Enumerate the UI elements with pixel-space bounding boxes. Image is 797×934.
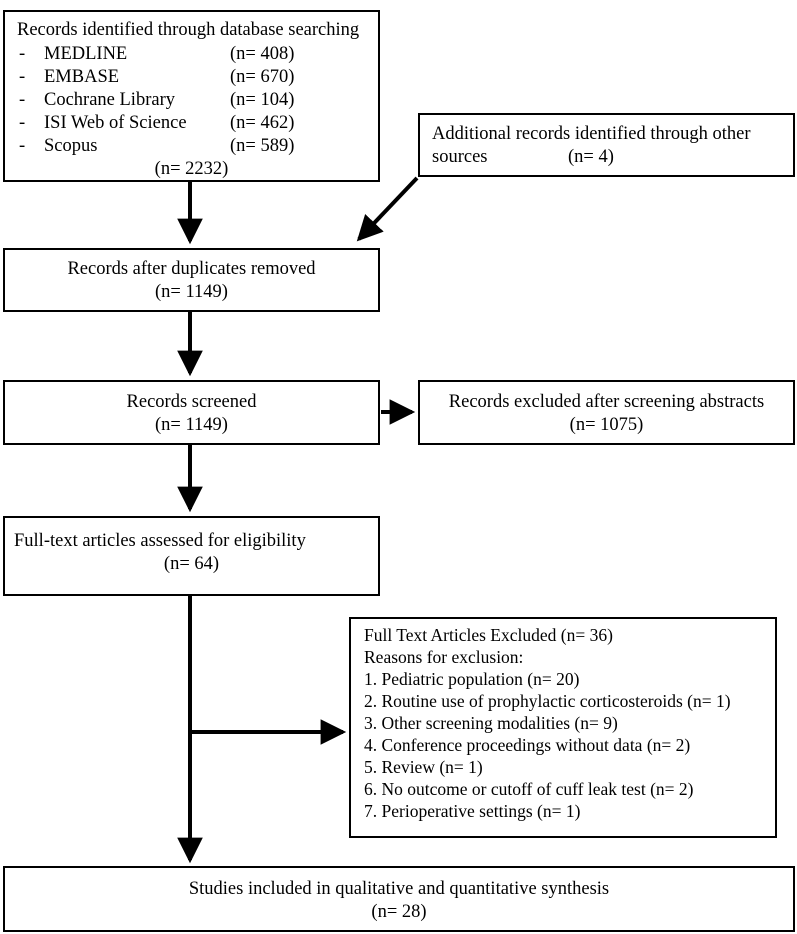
box-records-excluded-abstracts: Records excluded after screening abstrac… [418, 380, 795, 445]
exclusion-reason-3: 3. Other screening modalities (n= 9) [364, 713, 618, 733]
database-count-isi: (n= 462) [230, 113, 295, 133]
database-count-cochrane: (n= 104) [230, 90, 295, 110]
box-duplicates-removed: Records after duplicates removed (n= 114… [3, 248, 380, 312]
database-label-cochrane: Cochrane Library [44, 90, 175, 110]
studies-included-count: (n= 28) [371, 902, 427, 922]
fulltext-assessed-line1: Full-text articles assessed for eligibil… [14, 531, 306, 551]
bullet-dash-scopus: - [19, 136, 26, 156]
records-screened-line1: Records screened [126, 392, 257, 412]
database-label-medline: MEDLINE [44, 44, 128, 64]
additional-records-count: (n= 4) [568, 147, 614, 167]
database-label-isi: ISI Web of Science [44, 113, 187, 133]
database-label-embase: EMBASE [44, 67, 120, 87]
database-label-scopus: Scopus [44, 136, 98, 156]
exclusion-reason-1: 1. Pediatric population (n= 20) [364, 669, 580, 689]
database-count-scopus: (n= 589) [230, 136, 295, 156]
duplicates-removed-count: (n= 1149) [155, 282, 228, 302]
records-excluded-abstracts-line1: Records excluded after screening abstrac… [448, 392, 765, 412]
exclusion-reason-7: 7. Perioperative settings (n= 1) [364, 801, 581, 821]
additional-records-line1: Additional records identified through ot… [432, 124, 751, 144]
box-records-screened: Records screened (n= 1149) [3, 380, 380, 445]
records-identified-total: (n= 2232) [154, 159, 229, 179]
exclusion-reason-6: 6. No outcome or cutoff of cuff leak tes… [364, 779, 694, 799]
exclusion-reason-2: 2. Routine use of prophylactic corticost… [364, 691, 731, 711]
studies-included-line1: Studies included in qualitative and quan… [188, 879, 610, 899]
box-records-identified: Records identified through database sear… [3, 10, 380, 182]
duplicates-removed-line1: Records after duplicates removed [67, 259, 316, 279]
exclusion-reason-4: 4. Conference proceedings without data (… [364, 735, 691, 755]
arrow-additional-to-duplicates [356, 176, 419, 242]
bullet-dash-cochrane: - [19, 90, 26, 110]
exclusion-reason-5: 5. Review (n= 1) [364, 757, 483, 777]
box-additional-records: Additional records identified through ot… [418, 113, 795, 177]
records-excluded-abstracts-count: (n= 1075) [569, 415, 644, 435]
fulltext-excluded-subheading: Reasons for exclusion: [364, 647, 524, 667]
database-count-medline: (n= 408) [230, 44, 295, 64]
box-fulltext-assessed: Full-text articles assessed for eligibil… [3, 516, 380, 596]
fulltext-excluded-heading: Full Text Articles Excluded (n= 36) [364, 625, 613, 645]
database-count-embase: (n= 670) [230, 67, 295, 87]
records-identified-heading: Records identified through database sear… [17, 20, 360, 40]
bullet-dash-embase: - [19, 67, 26, 87]
box-studies-included: Studies included in qualitative and quan… [3, 866, 795, 932]
bullet-dash-medline: - [19, 44, 26, 64]
records-screened-count: (n= 1149) [155, 415, 228, 435]
bullet-dash-isi: - [19, 113, 26, 133]
box-fulltext-excluded: Full Text Articles Excluded (n= 36) Reas… [349, 617, 777, 838]
fulltext-assessed-count: (n= 64) [163, 554, 220, 574]
additional-records-label: sources [432, 147, 488, 167]
